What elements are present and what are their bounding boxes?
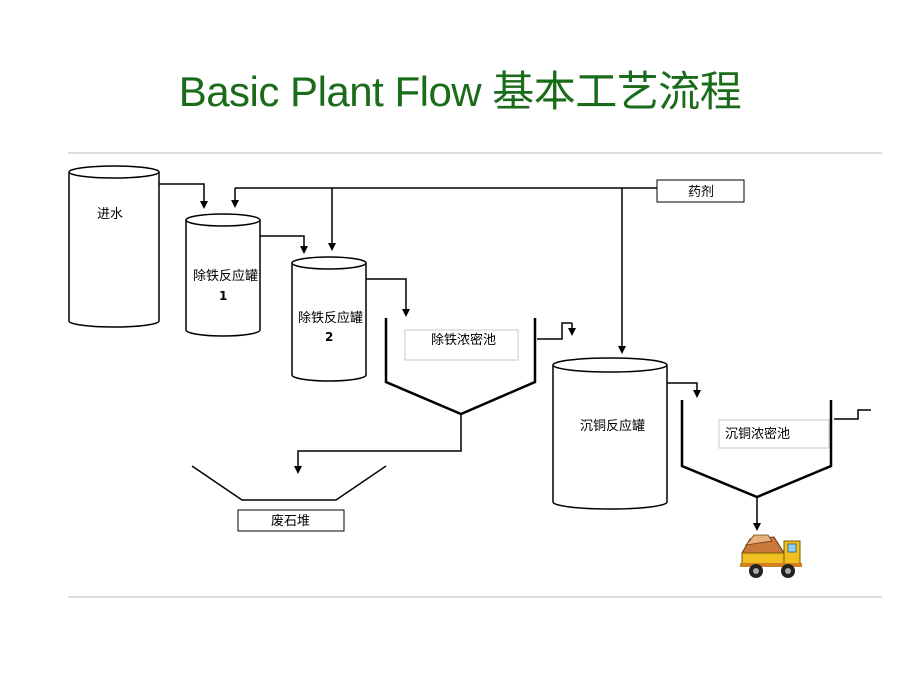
inlet-label: 进水 xyxy=(97,207,123,222)
reagent-box: 药剂 xyxy=(656,179,745,203)
waste-pile-label: 废石堆 xyxy=(271,513,310,529)
waste-rock-pile: 废石堆 xyxy=(191,465,387,532)
copper-thickener: 沉铜浓密池 xyxy=(680,400,871,499)
copper-tank: 沉铜反应罐 xyxy=(552,357,668,510)
inlet-tank: 进水 xyxy=(68,165,160,328)
flow-lines xyxy=(159,183,761,531)
iron-tank-2: 除铁反应罐 2 xyxy=(291,256,367,382)
iron-tank-1-label: 除铁反应罐 xyxy=(193,268,258,284)
copper-thickener-label: 沉铜浓密池 xyxy=(725,426,790,442)
iron-tank-2-label: 除铁反应罐 xyxy=(298,310,363,326)
iron-thickener: 除铁浓密池 xyxy=(384,318,576,416)
iron-tank-1: 除铁反应罐 1 xyxy=(185,213,261,337)
copper-tank-label: 沉铜反应罐 xyxy=(580,418,645,434)
reagent-label: 药剂 xyxy=(688,185,714,200)
page-title: Basic Plant Flow 基本工艺流程 xyxy=(178,68,742,115)
iron-thickener-label: 除铁浓密池 xyxy=(431,332,496,348)
iron-tank-1-number: 1 xyxy=(219,289,227,303)
iron-tank-2-number: 2 xyxy=(325,330,333,344)
dump-truck-icon xyxy=(740,534,802,578)
